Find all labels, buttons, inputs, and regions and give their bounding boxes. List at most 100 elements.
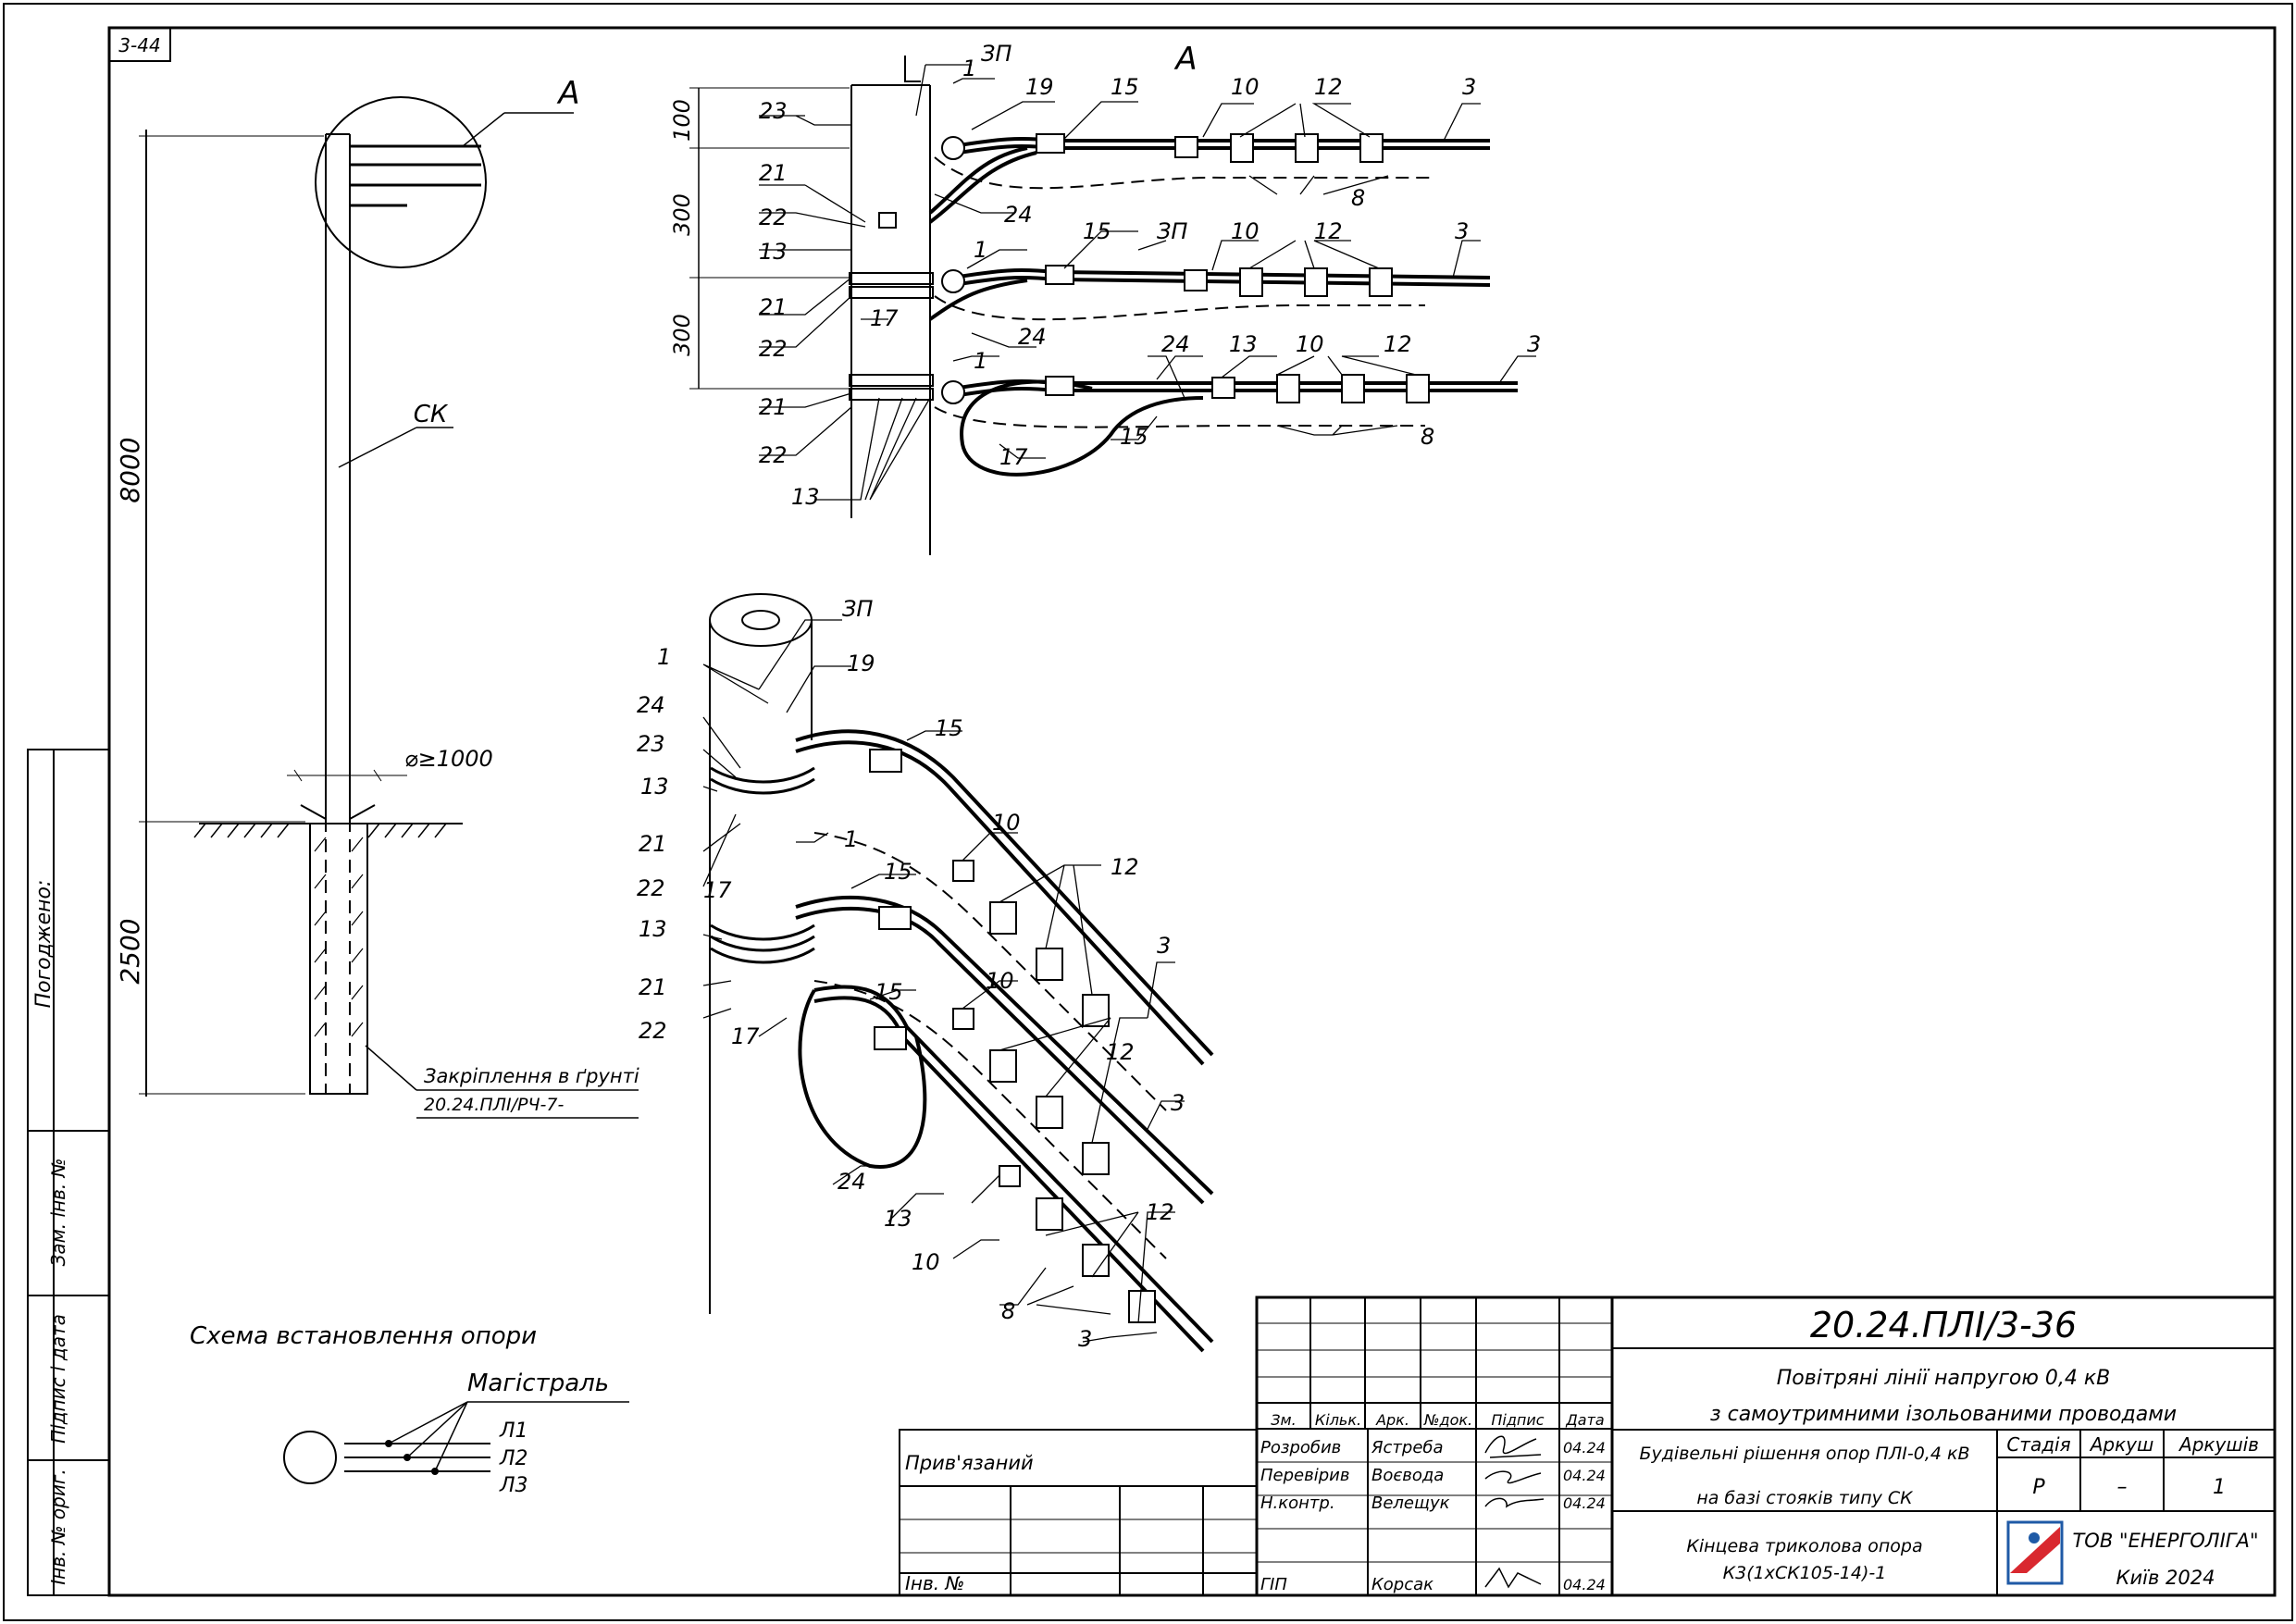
doc-line-2: на базі стояків типу СК bbox=[1696, 1488, 1914, 1508]
sheet-header: Аркуш bbox=[2089, 1433, 2154, 1456]
staff-role: Перевірив bbox=[1260, 1466, 1349, 1485]
callout: 22 bbox=[759, 336, 788, 362]
callout: 3 bbox=[1157, 933, 1171, 959]
callout: 24 bbox=[1018, 324, 1047, 350]
detail-a-dashed bbox=[935, 157, 1434, 428]
scheme-title: Схема встановлення опори bbox=[190, 1322, 537, 1350]
rev-header: Зм. bbox=[1271, 1411, 1296, 1429]
detail-a-dims: 100 300 300 bbox=[669, 99, 695, 356]
bound-label: Прив'язаний bbox=[905, 1452, 1034, 1474]
sheet-title-2: К3(1хСК105-14)-1 bbox=[1723, 1563, 1887, 1583]
inv-label: Інв. № bbox=[905, 1572, 964, 1594]
sheets-value: 1 bbox=[2213, 1476, 2226, 1499]
sheet-code: 3-44 bbox=[118, 34, 160, 56]
staff-date: 04.24 bbox=[1563, 1576, 1606, 1593]
scheme-line-2: Л2 bbox=[499, 1447, 528, 1470]
pole-height-label: 8000 bbox=[115, 437, 145, 502]
callout: 23 bbox=[637, 731, 665, 757]
callout: 1 bbox=[657, 644, 671, 670]
callout: 24 bbox=[838, 1169, 866, 1195]
callout: 19 bbox=[1025, 74, 1054, 100]
callout: 17 bbox=[703, 877, 732, 903]
callout: 21 bbox=[759, 294, 788, 320]
callout: ЗП bbox=[1157, 218, 1187, 244]
callout: 15 bbox=[1120, 424, 1148, 450]
callout: 12 bbox=[1314, 74, 1343, 100]
stage-value: Р bbox=[2032, 1476, 2045, 1499]
rev-header: Підпис bbox=[1491, 1411, 1544, 1429]
side-agreed: Погоджено: bbox=[32, 880, 56, 1009]
callout: 24 bbox=[1161, 331, 1190, 357]
title-block-grid bbox=[900, 1297, 2275, 1595]
foundation-hatch bbox=[315, 837, 363, 1036]
callout: 15 bbox=[1083, 218, 1111, 244]
callout: 3 bbox=[1455, 218, 1469, 244]
callout: 21 bbox=[759, 160, 788, 186]
callout: 1 bbox=[974, 237, 987, 263]
callout: 10 bbox=[992, 810, 1021, 836]
staff-role: Н.контр. bbox=[1260, 1494, 1335, 1513]
project-line-2: з самоутримними ізольованими проводами bbox=[1710, 1403, 2177, 1426]
pole-label: СК bbox=[414, 401, 449, 428]
callout: 21 bbox=[759, 394, 788, 420]
staff-name: Велещук bbox=[1371, 1494, 1450, 1513]
iso-dashed bbox=[814, 833, 1166, 1258]
foundation-label: Закріплення в ґрунті bbox=[424, 1065, 639, 1087]
callout: 8 bbox=[1001, 1298, 1015, 1324]
staff-date: 04.24 bbox=[1563, 1467, 1606, 1484]
staff-role: ГІП bbox=[1260, 1575, 1287, 1594]
staff-date: 04.24 bbox=[1563, 1494, 1606, 1512]
staff-name: Корсак bbox=[1371, 1575, 1433, 1594]
sheets-header: Аркушів bbox=[2178, 1433, 2259, 1456]
callout: 8 bbox=[1421, 424, 1434, 450]
rev-header: №док. bbox=[1423, 1411, 1472, 1429]
iso-leaders bbox=[703, 620, 1185, 1342]
callout: 10 bbox=[1231, 74, 1260, 100]
callout: 13 bbox=[640, 774, 669, 800]
revision-headers: Зм. Кільк. Арк. №док. Підпис Дата bbox=[1271, 1411, 1604, 1429]
detail-a-callouts: ЗП 1 19 15 10 12 3 23 21 22 13 24 8 1 15… bbox=[759, 41, 1541, 510]
rev-header: Дата bbox=[1565, 1411, 1604, 1429]
callout: 15 bbox=[935, 715, 963, 741]
signatures bbox=[1485, 1436, 1544, 1587]
rev-header: Кільк. bbox=[1315, 1411, 1361, 1429]
side-sign-date: Підпис і дата bbox=[47, 1314, 69, 1444]
rev-header: Арк. bbox=[1375, 1411, 1409, 1429]
callout: 22 bbox=[759, 205, 788, 230]
callout: ЗП bbox=[981, 41, 1011, 67]
staff-date: 04.24 bbox=[1563, 1439, 1606, 1457]
foundation-ref: 20.24.ПЛІ/РЧ-7- bbox=[424, 1095, 564, 1115]
callout: 10 bbox=[1231, 218, 1260, 244]
iso-cables bbox=[796, 731, 1212, 1351]
callout: 3 bbox=[1462, 74, 1476, 100]
callout: 12 bbox=[1111, 854, 1139, 880]
iso-callouts: ЗП 1 19 15 24 23 13 21 22 1 17 15 10 12 … bbox=[637, 596, 1185, 1352]
callout: 22 bbox=[759, 442, 788, 468]
iso-clamps bbox=[870, 750, 1155, 1322]
sheet-value: – bbox=[2117, 1476, 2128, 1499]
callout: 12 bbox=[1106, 1039, 1135, 1065]
callout: 22 bbox=[637, 875, 665, 901]
callout: 22 bbox=[639, 1018, 667, 1044]
ground-hatch bbox=[194, 824, 446, 837]
callout: 1 bbox=[844, 826, 858, 852]
scheme-line-1: Л1 bbox=[499, 1419, 528, 1443]
callout: 24 bbox=[637, 692, 665, 718]
callout: 10 bbox=[1296, 331, 1324, 357]
callout: 19 bbox=[847, 651, 875, 676]
callout: 12 bbox=[1314, 218, 1343, 244]
dim-300-a: 300 bbox=[669, 193, 695, 236]
callout: 8 bbox=[1351, 185, 1365, 211]
callout: 15 bbox=[1111, 74, 1139, 100]
callout: 3 bbox=[1078, 1326, 1092, 1352]
callout: 21 bbox=[639, 974, 667, 1000]
side-replaced: Зам. інв. № bbox=[47, 1159, 69, 1267]
callout: 17 bbox=[999, 444, 1028, 470]
scheme-diagram bbox=[284, 1402, 629, 1483]
detail-a-title: А bbox=[1173, 41, 1197, 78]
doc-line-1: Будівельні рішення опор ПЛІ-0,4 кВ bbox=[1640, 1444, 1970, 1464]
pole-diameter-label: ⌀≥1000 bbox=[404, 746, 493, 772]
callout: 15 bbox=[884, 859, 912, 885]
callout: 13 bbox=[884, 1206, 912, 1232]
